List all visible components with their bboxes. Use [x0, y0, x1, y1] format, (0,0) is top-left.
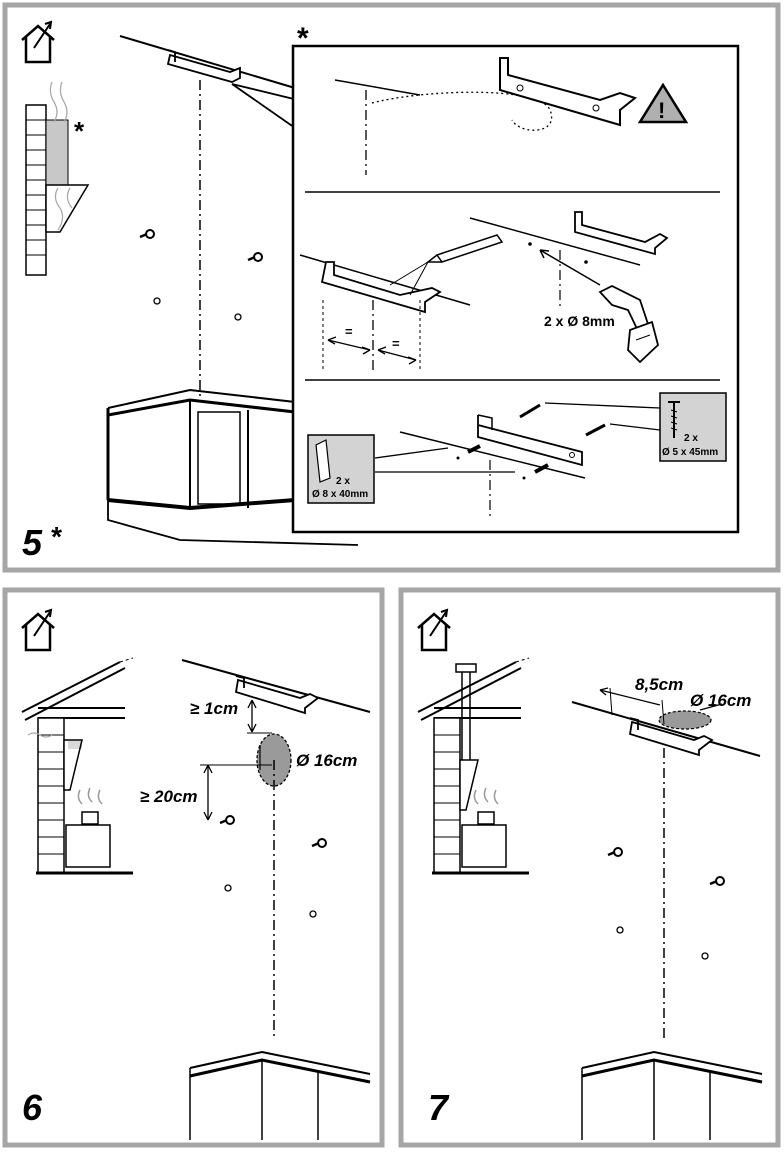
wall-hole — [701, 952, 709, 960]
wall-screw-right — [311, 838, 327, 848]
house-cutaway — [417, 657, 530, 875]
house-outlet-icon — [21, 608, 55, 652]
svg-text:!: ! — [658, 98, 665, 123]
gap-top-label: ≥ 1cm — [190, 699, 238, 718]
wall-hole — [616, 926, 624, 934]
inset-asterisk: * — [74, 116, 85, 146]
panel-7: 8,5cm Ø 16cm 7 — [398, 587, 781, 1148]
hole-diameter-label: Ø 16cm — [690, 691, 751, 710]
wall-inset-illustration — [25, 81, 90, 276]
wall-hole — [234, 313, 242, 321]
screw-size-label: Ø 5 x 45mm — [662, 447, 718, 458]
house-outlet-icon — [21, 20, 55, 64]
step-number-6: 6 — [22, 1087, 43, 1128]
wall-screw-left — [219, 815, 235, 825]
zoom-leader — [231, 83, 299, 131]
wall-screw-right — [247, 252, 263, 262]
wall-hole — [309, 910, 317, 918]
house-outlet-icon — [417, 608, 451, 652]
wall-cabinet — [106, 388, 359, 546]
step-5-asterisk: * — [50, 521, 62, 552]
ceiling-line — [119, 35, 296, 89]
ceiling-bracket — [234, 675, 320, 715]
ceiling-line — [571, 701, 761, 757]
screw-callout — [659, 392, 727, 462]
offset-label: 8,5cm — [635, 675, 683, 694]
equal-mark-left: = — [345, 324, 353, 339]
wall-hole — [153, 297, 161, 305]
step-number-7: 7 — [428, 1087, 450, 1128]
panel-6: ≥ 1cm ≥ 20cm Ø 16cm 6 — [2, 587, 385, 1148]
detail-box: ! = = — [291, 44, 740, 534]
wall-hole — [224, 884, 232, 892]
hole-diameter-label: Ø 16cm — [296, 751, 357, 770]
wall-screw-left — [607, 847, 623, 857]
detail-marking-drilling: = = 2 x Ø 8mm — [299, 211, 669, 372]
warning-icon: ! — [637, 82, 689, 124]
detail-fixing: 2 x Ø 5 x 45mm 2 x Ø 8 x 40mm — [307, 392, 727, 520]
screw-qty-label: 2 x — [684, 433, 698, 444]
wall-cabinet — [581, 1050, 763, 1140]
wall-screw-left — [139, 229, 155, 239]
house-cutaway — [21, 657, 134, 875]
gap-bottom-label: ≥ 20cm — [140, 787, 198, 806]
ceiling-line — [181, 659, 371, 713]
wall-screw-right — [709, 876, 725, 886]
drill-icon — [598, 284, 660, 364]
panel-5: * 5 * * — [2, 2, 781, 573]
plug-qty-label: 2 x — [336, 476, 350, 487]
ceiling-bracket — [166, 49, 241, 83]
drill-size-label: 2 x Ø 8mm — [544, 313, 615, 329]
wall-cabinet — [189, 1050, 371, 1140]
duct-hole — [658, 710, 712, 730]
plug-size-label: Ø 8 x 40mm — [312, 489, 368, 500]
ceiling-bracket — [628, 717, 714, 757]
step-number-5: 5 — [22, 522, 43, 563]
detail-orientation: ! — [334, 57, 689, 175]
equal-mark-right: = — [392, 336, 400, 351]
